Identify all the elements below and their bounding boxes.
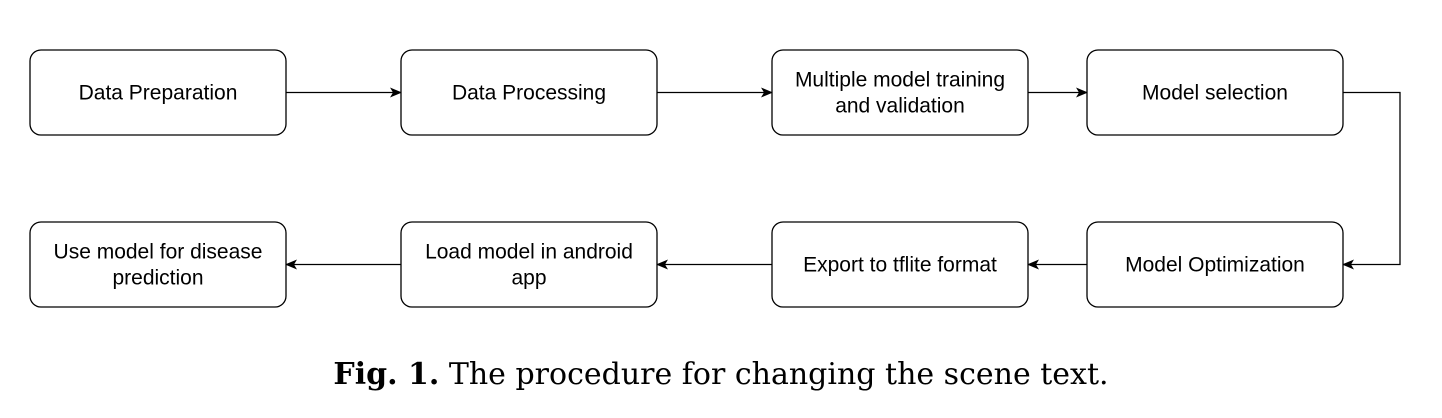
- node-label: Multiple model training: [795, 69, 1005, 92]
- node-label: Model Optimization: [1125, 254, 1305, 277]
- node-load-model-android: Load model in android app: [400, 221, 658, 308]
- node-box: [400, 49, 658, 136]
- node-box: [29, 221, 287, 308]
- node-label: app: [511, 267, 546, 290]
- node-box: [1086, 221, 1344, 308]
- figure-caption: Fig. 1. The procedure for changing the s…: [0, 357, 1442, 392]
- node-box: [1086, 49, 1344, 136]
- node-label: prediction: [112, 267, 203, 290]
- node-label: Data Preparation: [79, 82, 238, 105]
- node-label: Use model for disease: [54, 241, 263, 264]
- node-box: [400, 221, 658, 308]
- node-model-optimization: Model Optimization: [1086, 221, 1344, 308]
- node-label: Data Processing: [452, 82, 606, 105]
- node-label: Model selection: [1142, 82, 1288, 105]
- node-multiple-model-training: Multiple model training and validation: [771, 49, 1029, 136]
- node-data-preparation: Data Preparation: [29, 49, 287, 136]
- node-label: Export to tflite format: [803, 254, 997, 277]
- caption-label: Fig. 1.: [333, 357, 440, 392]
- flowchart: Data Preparation Data Processing Multiple …: [29, 49, 1401, 308]
- caption-text: The procedure for changing the scene tex…: [448, 357, 1109, 392]
- node-box: [771, 49, 1029, 136]
- node-box: [771, 221, 1029, 308]
- node-export-tflite: Export to tflite format: [771, 221, 1029, 308]
- node-box: [29, 49, 287, 136]
- node-model-selection: Model selection: [1086, 49, 1344, 136]
- node-use-model-prediction: Use model for disease prediction: [29, 221, 287, 308]
- arrow-model-selection-to-model-optimization: [1342, 91, 1401, 270]
- node-label: Load model in android: [425, 241, 633, 264]
- node-label: and validation: [835, 95, 965, 118]
- node-data-processing: Data Processing: [400, 49, 658, 136]
